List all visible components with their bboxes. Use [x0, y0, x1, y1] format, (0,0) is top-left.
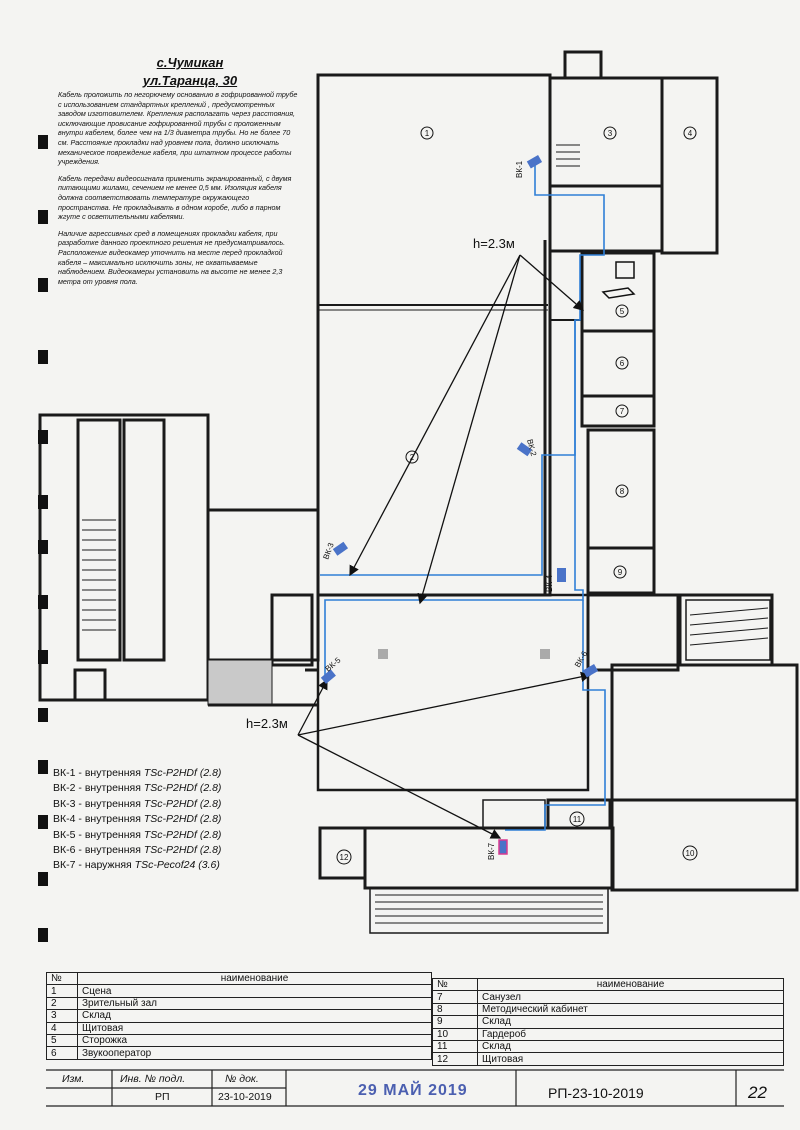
- table-header: №: [46, 971, 78, 986]
- camera-label: ВК-3: [321, 541, 335, 561]
- camera-icon: [498, 839, 508, 855]
- note-paragraph: Наличие агрессивных сред в помещениях пр…: [58, 228, 286, 286]
- room-number: 9: [618, 568, 623, 577]
- installation-notes: Кабель проложить по негорючему основанию…: [58, 90, 298, 293]
- table-header: наименование: [477, 977, 784, 992]
- room-number: 12: [340, 853, 349, 862]
- room-number: 5: [620, 307, 625, 316]
- date-stamp: 29 МАЙ 2019: [358, 1082, 468, 1099]
- table-header: наименование: [77, 971, 432, 986]
- camera-icon: [320, 669, 336, 684]
- camera-label: ВК-1: [515, 160, 524, 178]
- street-address: ул.Таранца, 30: [142, 73, 238, 88]
- legend-item: ВК-4 - внутренняя TSc-P2HDf (2.8): [53, 813, 222, 826]
- title-doc-value: 23-10-2019: [218, 1091, 272, 1103]
- camera-icon: [526, 155, 543, 169]
- document-code: РП-23-10-2019: [548, 1085, 644, 1101]
- height-label: h=2.3м: [473, 236, 515, 251]
- room-number: 10: [686, 849, 695, 858]
- room-number: 6: [620, 359, 625, 368]
- camera-legend: ВК-1 - внутренняя TSc-P2HDf (2.8) ВК-2 -…: [53, 766, 221, 874]
- note-paragraph: Кабель передачи видеосигнала применить э…: [58, 173, 292, 222]
- title-inv-label: Инв. № подл.: [120, 1073, 186, 1085]
- address-header: с.Чумикан ул.Таранца, 30: [60, 54, 320, 90]
- camera-icon: [582, 664, 599, 678]
- room-number: 11: [573, 815, 582, 824]
- monitor-icon: [601, 261, 636, 299]
- table-header: №: [432, 977, 478, 992]
- title-doc-label: № док.: [225, 1073, 259, 1085]
- room-number: 7: [620, 407, 625, 416]
- floor-plan: ВК-1 ВК-2 ВК-3 ВК-4 ВК-5 ВК-6 ВК-7 1 2 3…: [38, 50, 799, 942]
- camera-label: ВК-2: [525, 438, 538, 457]
- title-inv-value: РП: [155, 1091, 170, 1103]
- camera-label: ВК-5: [324, 655, 343, 673]
- title-izm: Изм.: [62, 1073, 85, 1085]
- settlement-name: с.Чумикан: [156, 55, 224, 70]
- height-label: h=2.3м: [246, 716, 288, 731]
- legend-item: ВК-3 - внутренняя TSc-P2HDf (2.8): [53, 797, 222, 810]
- camera-label: ВК-7: [487, 842, 496, 860]
- legend-item: ВК-5 - внутренняя TSc-P2HDf (2.8): [53, 828, 222, 841]
- camera-icon: [557, 568, 566, 582]
- room-number: 3: [608, 129, 613, 138]
- page-number: 22: [748, 1083, 767, 1102]
- legend-item: ВК-7 - наружняя TSc-Pecof24 (3.6): [53, 859, 220, 872]
- legend-item: ВК-6 - внутренняя TSc-P2HDf (2.8): [53, 844, 222, 857]
- room-number: 4: [688, 129, 693, 138]
- room-number: 1: [425, 129, 430, 138]
- wall-outline: [316, 73, 552, 597]
- legend-item: ВК-1 - внутренняя TSc-P2HDf (2.8): [53, 767, 222, 779]
- room-number: 2: [410, 453, 415, 462]
- room-number: 8: [620, 487, 625, 496]
- camera-icon: [332, 541, 349, 556]
- camera-label: ВК-4: [545, 574, 554, 592]
- note-paragraph: Кабель проложить по негорючему основанию…: [58, 90, 298, 167]
- camera-icon: [516, 442, 533, 457]
- legend-item: ВК-2 - внутренняя TSc-P2HDf (2.8): [53, 782, 222, 795]
